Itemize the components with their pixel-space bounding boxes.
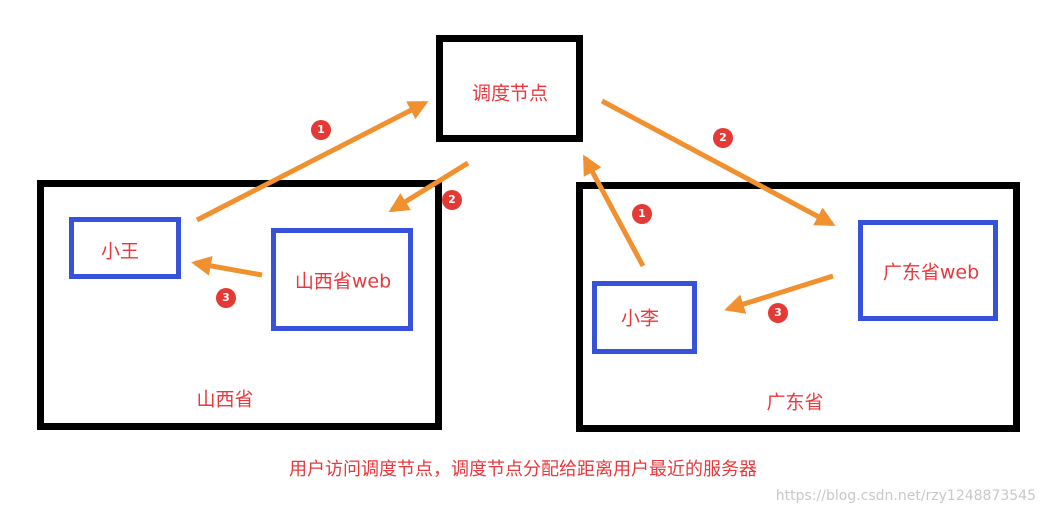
watermark: https://blog.csdn.net/rzy1248873545	[775, 488, 1036, 504]
shanxi-user-label: 小王	[100, 240, 140, 263]
shanxi-web-label: 山西省web	[294, 270, 392, 293]
arrow-1-right	[582, 154, 646, 268]
arrow-2-left	[388, 160, 470, 213]
guangdong-region-label: 广东省	[766, 391, 824, 414]
step-badge-2-left: 2	[442, 190, 462, 210]
shanxi-region-box	[37, 180, 442, 430]
shanxi-user-box	[69, 217, 181, 279]
step-badge-1-left: 1	[311, 120, 331, 140]
shanxi-region-label: 山西省	[196, 388, 254, 411]
arrow-2-right	[600, 98, 836, 227]
guangdong-user-box	[592, 281, 697, 354]
arrow-3-left	[191, 255, 263, 278]
step-badge-3-left: 3	[216, 288, 236, 308]
guangdong-user-label: 小李	[620, 307, 660, 330]
scheduler-label: 调度节点	[471, 82, 549, 105]
diagram-caption: 用户访问调度节点，调度节点分配给距离用户最近的服务器	[289, 459, 757, 480]
scheduler-box	[436, 35, 583, 142]
shanxi-web-box	[271, 228, 413, 331]
arrow-1-left	[195, 100, 429, 223]
arrow-3-right	[724, 273, 834, 314]
guangdong-region-box	[576, 182, 1020, 432]
step-badge-2-right: 2	[713, 128, 733, 148]
guangdong-web-box	[858, 220, 998, 321]
guangdong-web-label: 广东省web	[882, 261, 980, 284]
step-badge-3-right: 3	[768, 303, 788, 323]
step-badge-1-right: 1	[632, 204, 652, 224]
